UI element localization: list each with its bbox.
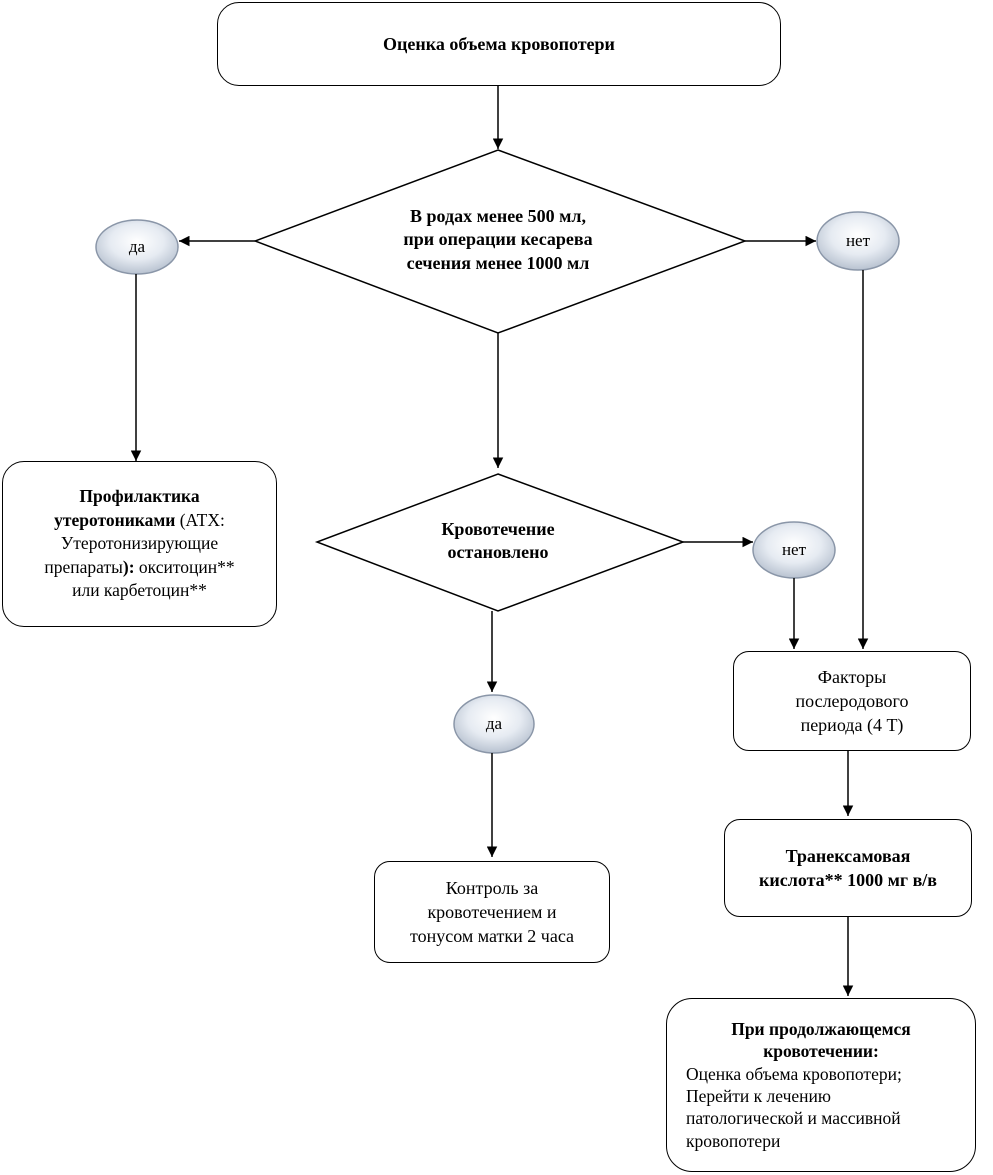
prophylaxis-line4-a: препараты	[44, 556, 123, 577]
prophylaxis-line2-bold: утеротониками	[54, 509, 176, 530]
yes-ellipse-left	[95, 219, 179, 275]
continued-line4: Перейти к лечению	[686, 1086, 831, 1106]
factors-box: Факторы послеродового периода (4 Т)	[733, 651, 971, 751]
no-ellipse-right	[816, 211, 900, 271]
continued-bleeding-box: При продолжающемся кровотечении: Оценка …	[666, 998, 976, 1172]
yes-label-left: да	[128, 237, 146, 256]
continued-line1: При продолжающемся	[731, 1018, 911, 1039]
prophylaxis-line1: Профилактика	[79, 485, 200, 506]
start-text: Оценка объема кровопотери	[383, 33, 615, 54]
start-box: Оценка объема кровопотери	[217, 2, 781, 86]
continued-line5: патологической и массивной	[686, 1108, 901, 1129]
prophylaxis-box: Профилактика утеротониками (АТХ: Утерото…	[2, 461, 277, 627]
continued-line2: кровотечении:	[763, 1041, 879, 1062]
decision1-line1: В родах менее 500 мл,	[409, 206, 587, 226]
yes-label-bottom: да	[485, 714, 503, 733]
decision1-text: В родах менее 500 мл, при операции кесар…	[360, 205, 636, 275]
decision-diamond-bleeding-stopped	[314, 473, 686, 612]
factors-line3: периода (4 Т)	[800, 715, 904, 736]
decision2-text: Кровотечение остановлено	[400, 518, 596, 565]
continued-details: Оценка объема кровопотери; Перейти к леч…	[686, 1063, 956, 1153]
prophylaxis-line5: или карбетоцин**	[72, 580, 207, 601]
factors-line1: Факторы	[817, 666, 887, 687]
control-line1: Контроль за	[445, 877, 539, 898]
prophylaxis-line4-c: окситоцин**	[138, 556, 235, 577]
prophylaxis-line2-rest: (АТХ:	[175, 509, 225, 530]
prophylaxis-line2: утеротониками (АТХ:	[54, 509, 225, 533]
tranexamic-line1: Транексамовая	[785, 845, 911, 866]
continued-line6: кровопотери	[686, 1130, 781, 1151]
decision1-line2: при операции кесарева	[403, 229, 593, 250]
decision1-line3: сечения менее 1000 мл	[406, 252, 590, 273]
prophylaxis-line4-b: ):	[122, 556, 139, 577]
no-label-mid: нет	[781, 540, 807, 559]
tranexamic-line2: кислота** 1000 мг в/в	[758, 870, 938, 890]
control-line3: тонусом матки 2 часа	[409, 926, 575, 947]
prophylaxis-line3: Утеротонизирующие	[60, 533, 219, 554]
factors-line2: послеродового	[795, 690, 909, 711]
decision2-line2: остановлено	[447, 542, 549, 563]
control-line2: кровотечением и	[427, 901, 557, 922]
continued-line3: Оценка объема кровопотери;	[686, 1063, 902, 1084]
prophylaxis-line4: препараты): окситоцин**	[44, 556, 234, 580]
tranexamic-box: Транексамовая кислота** 1000 мг в/в	[724, 819, 972, 917]
decision2-line1: Кровотечение	[441, 519, 555, 539]
control-box: Контроль за кровотечением и тонусом матк…	[374, 861, 610, 963]
yes-ellipse-bottom	[453, 694, 535, 754]
no-label-right: нет	[845, 231, 871, 250]
